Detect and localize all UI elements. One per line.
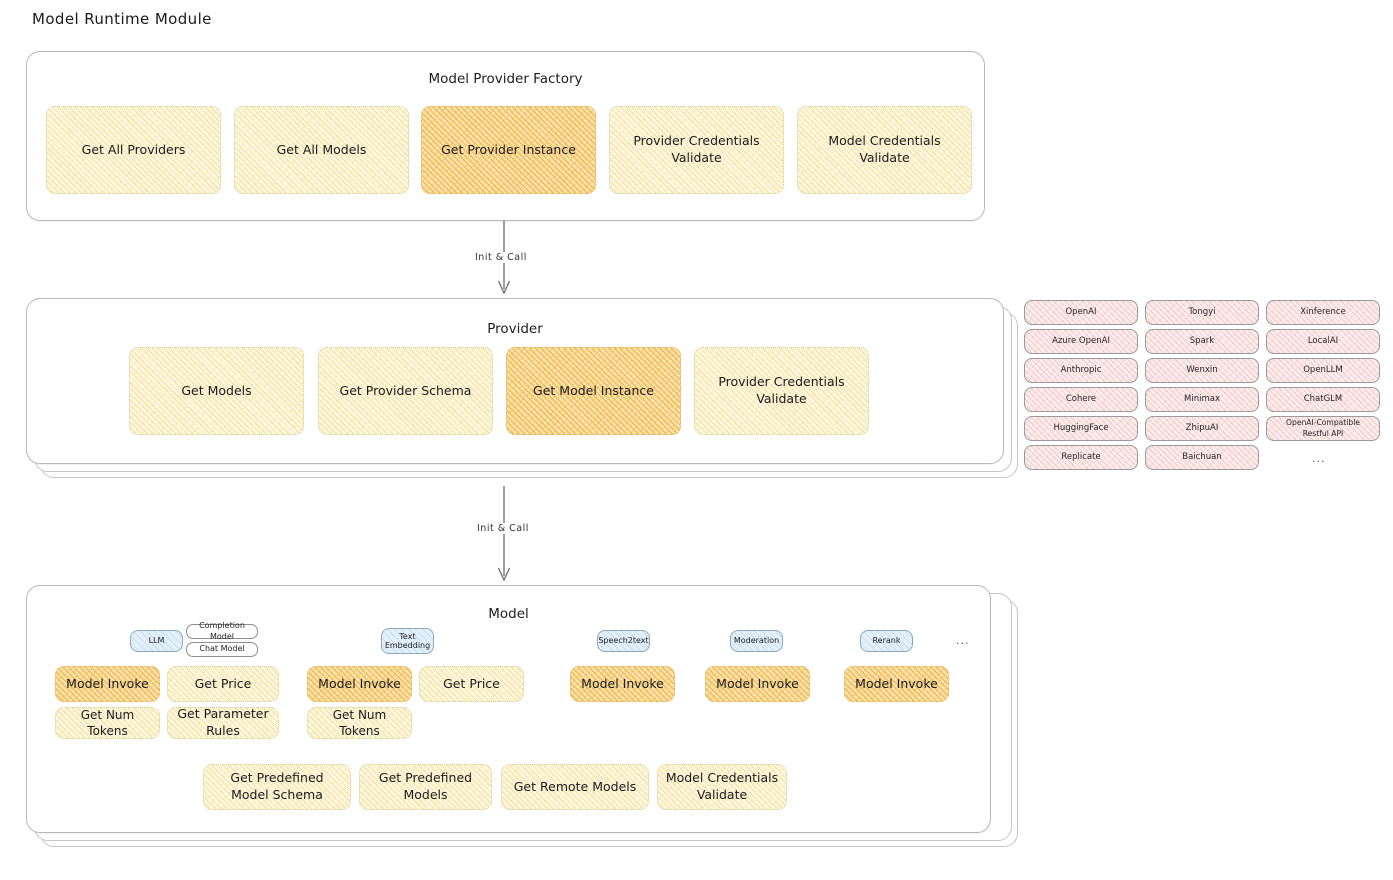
factory-title: Model Provider Factory [428, 71, 583, 87]
model-types-more: ... [956, 634, 970, 647]
provider-chip-chatglm[interactable]: ChatGLM [1266, 387, 1380, 412]
llm-sublabel-completion-model: Completion Model [186, 621, 258, 641]
text-embedding-method-get-num-tokens[interactable]: Get Num Tokens [307, 707, 412, 739]
node-provider-credentials-validate-2[interactable]: Provider Credentials Validate [694, 347, 869, 435]
llm-method-get-price[interactable]: Get Price [167, 666, 279, 702]
model-stack: Model LLM Completion Model Chat Model Mo… [26, 585, 1026, 850]
provider-chip-openllm[interactable]: OpenLLM [1266, 358, 1380, 383]
rerank-method-model-invoke[interactable]: Model Invoke [844, 666, 949, 702]
llm-method-model-invoke[interactable]: Model Invoke [55, 666, 160, 702]
speech2text-method-model-invoke[interactable]: Model Invoke [570, 666, 675, 702]
provider-chip-zhipuai[interactable]: ZhipuAI [1145, 416, 1259, 441]
provider-chip-spark[interactable]: Spark [1145, 329, 1259, 354]
provider-chip-openai[interactable]: OpenAI [1024, 300, 1138, 325]
text-embedding-method-model-invoke[interactable]: Model Invoke [307, 666, 412, 702]
provider-title: Provider [487, 321, 543, 337]
text-embedding-method-get-price[interactable]: Get Price [419, 666, 524, 702]
model-type-rerank[interactable]: Rerank [860, 630, 913, 652]
model-provider-factory-container: Model Provider Factory Get All Providers… [26, 51, 985, 221]
provider-stack: Provider Get Models Get Provider Schema … [26, 298, 1018, 478]
model-title: Model [488, 606, 529, 622]
provider-list: OpenAI Azure OpenAI Anthropic Cohere Hug… [1024, 300, 1384, 478]
node-get-model-instance[interactable]: Get Model Instance [506, 347, 681, 435]
model-type-text-embedding[interactable]: Text Embedding [381, 628, 434, 654]
provider-list-more: ... [1312, 452, 1326, 465]
provider-chip-minimax[interactable]: Minimax [1145, 387, 1259, 412]
node-get-provider-instance[interactable]: Get Provider Instance [421, 106, 596, 194]
arrow-provider-to-model [497, 486, 511, 582]
arrow-one-label: Init & Call [472, 252, 530, 263]
provider-chip-localai[interactable]: LocalAI [1266, 329, 1380, 354]
model-container: Model LLM Completion Model Chat Model Mo… [26, 585, 991, 833]
common-method-get-remote-models[interactable]: Get Remote Models [501, 764, 649, 810]
llm-sublabel-chat-model: Chat Model [186, 642, 258, 657]
provider-chip-wenxin[interactable]: Wenxin [1145, 358, 1259, 383]
node-get-all-models[interactable]: Get All Models [234, 106, 409, 194]
llm-method-get-num-tokens[interactable]: Get Num Tokens [55, 707, 160, 739]
model-type-moderation[interactable]: Moderation [730, 630, 783, 652]
node-get-provider-schema[interactable]: Get Provider Schema [318, 347, 493, 435]
node-get-models[interactable]: Get Models [129, 347, 304, 435]
llm-method-get-parameter-rules[interactable]: Get Parameter Rules [167, 706, 279, 739]
provider-chip-tongyi[interactable]: Tongyi [1145, 300, 1259, 325]
provider-chip-replicate[interactable]: Replicate [1024, 445, 1138, 470]
provider-container: Provider Get Models Get Provider Schema … [26, 298, 1004, 464]
provider-chip-xinference[interactable]: Xinference [1266, 300, 1380, 325]
provider-chip-openai-compatible[interactable]: OpenAI-Compatible Restful API [1266, 416, 1380, 441]
arrow-two-label: Init & Call [474, 523, 532, 534]
provider-chip-huggingface[interactable]: HuggingFace [1024, 416, 1138, 441]
provider-chip-azure-openai[interactable]: Azure OpenAI [1024, 329, 1138, 354]
moderation-method-model-invoke[interactable]: Model Invoke [705, 666, 810, 702]
provider-chip-anthropic[interactable]: Anthropic [1024, 358, 1138, 383]
node-get-all-providers[interactable]: Get All Providers [46, 106, 221, 194]
provider-chip-cohere[interactable]: Cohere [1024, 387, 1138, 412]
common-method-model-credentials-validate[interactable]: Model Credentials Validate [657, 764, 787, 810]
page-title: Model Runtime Module [32, 10, 212, 28]
node-model-credentials-validate[interactable]: Model Credentials Validate [797, 106, 972, 194]
node-provider-credentials-validate[interactable]: Provider Credentials Validate [609, 106, 784, 194]
common-method-get-predefined-models[interactable]: Get Predefined Models [359, 764, 492, 810]
model-type-speech2text[interactable]: Speech2text [597, 630, 650, 652]
provider-chip-baichuan[interactable]: Baichuan [1145, 445, 1259, 470]
common-method-get-predefined-model-schema[interactable]: Get Predefined Model Schema [203, 764, 351, 810]
model-type-llm[interactable]: LLM [130, 630, 183, 652]
